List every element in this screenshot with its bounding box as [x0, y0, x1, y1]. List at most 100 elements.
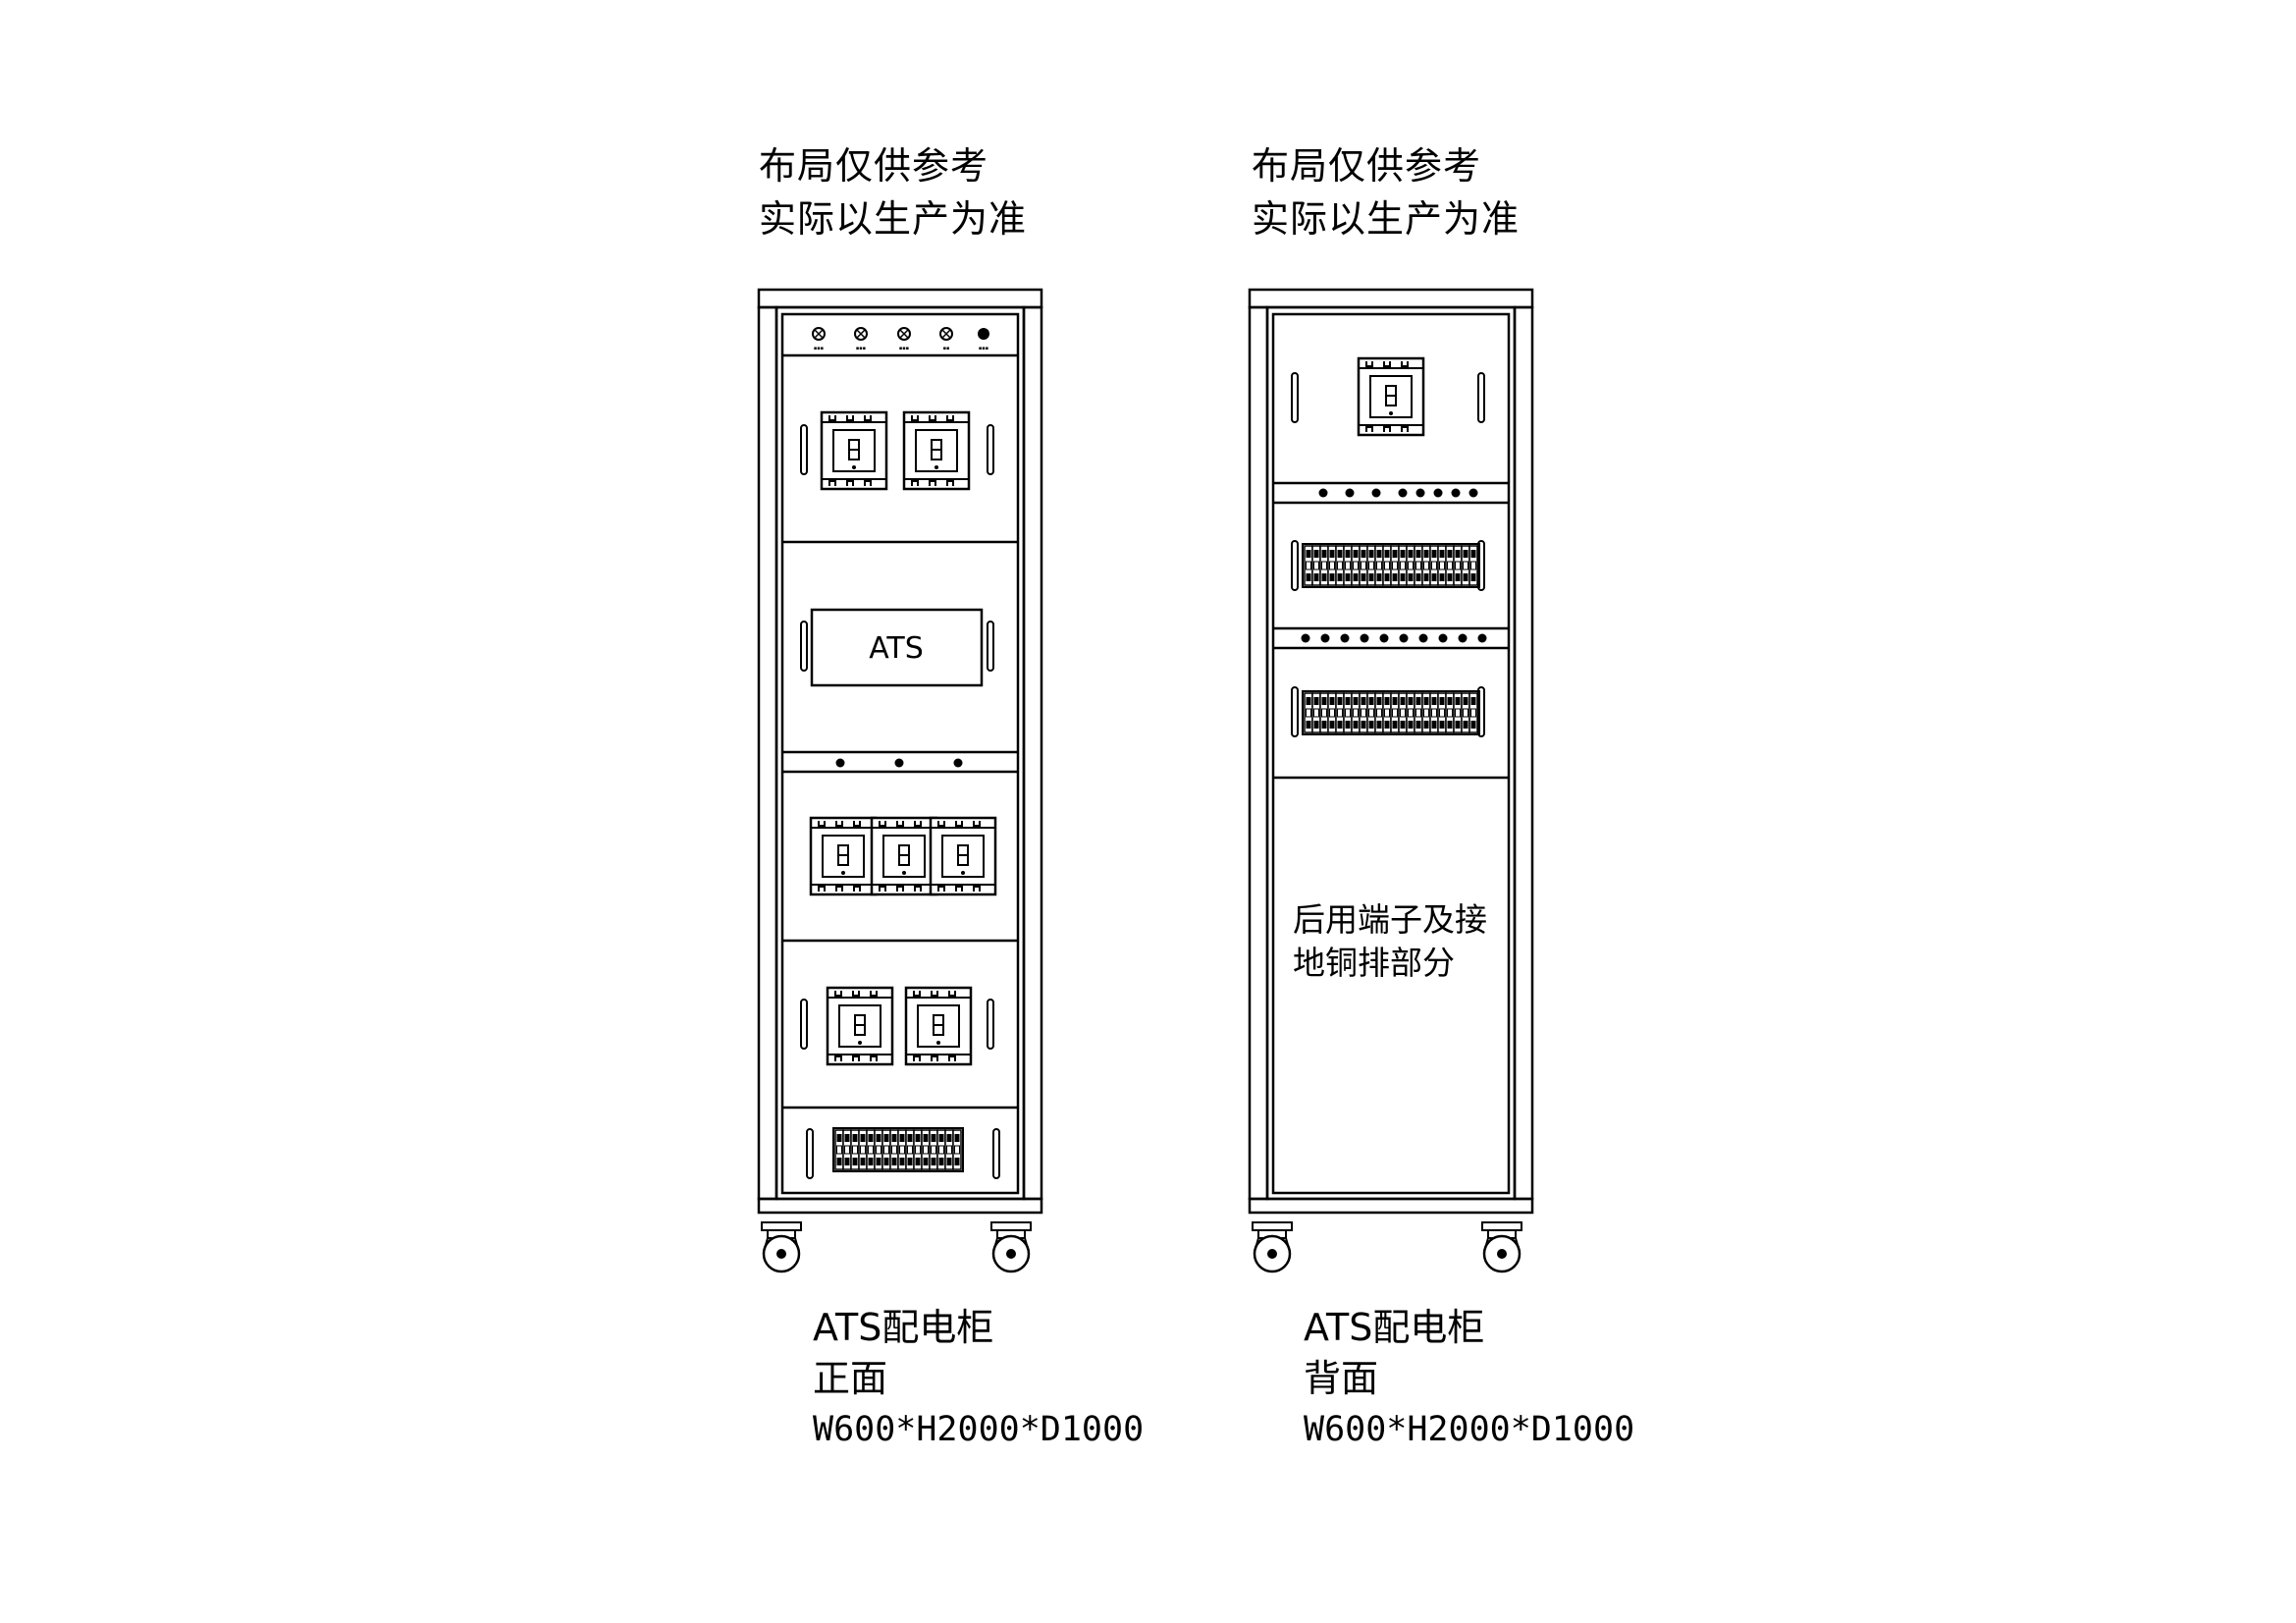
back-breaker-panel — [1291, 356, 1485, 437]
strip-dot — [1301, 633, 1310, 643]
back-terminal-row-lower-segment — [1390, 692, 1400, 733]
back-terminal-row-upper-segment — [1351, 545, 1361, 586]
back-terminal-row-lower-frame — [1302, 690, 1480, 735]
front-casters — [760, 1220, 1033, 1273]
back-terminal-row-upper-segment — [1406, 545, 1415, 586]
back-terminal-row-lower-segment — [1414, 692, 1423, 733]
back-terminal-row-upper-segment — [1445, 545, 1455, 586]
back-cabinet — [1248, 288, 1534, 1215]
back-terminal-row-upper-segment — [1421, 545, 1431, 586]
strip-dot — [1418, 633, 1428, 643]
strip-dot — [1360, 633, 1369, 643]
back-note-line1: 布局仅供参考 — [1252, 144, 1482, 188]
back-terminal-row-lower-segment — [1351, 692, 1361, 733]
front-output-breakers — [800, 986, 994, 1066]
strip-dot — [1468, 488, 1478, 498]
back-terminal-row-upper-segment — [1382, 545, 1392, 586]
svg-text:▪▪▪: ▪▪▪ — [979, 346, 988, 352]
back-terminal-row-lower-segment — [1398, 692, 1408, 733]
front-indicator-lamps: ▪▪▪▪▪▪ ▪▪▪▪▪▪▪▪ — [812, 327, 989, 352]
back-section-label: 后用端子及接 地铜排部分 — [1293, 900, 1487, 982]
back-terminal-row-upper-segment — [1319, 545, 1329, 586]
strip-dot — [1340, 633, 1350, 643]
back-terminal-row-upper-segment — [1304, 545, 1313, 586]
back-terminal-row-lower-segment — [1374, 692, 1384, 733]
strip-dot — [1398, 488, 1408, 498]
strip-dot — [1320, 633, 1330, 643]
back-terminal-row-lower-segment — [1366, 692, 1376, 733]
front-caption-dimensions: W600*H2000*D1000 — [813, 1410, 1145, 1449]
ats-label: ATS — [869, 631, 924, 666]
front-terminal-segment — [929, 1129, 938, 1170]
back-terminal-rows — [1291, 540, 1485, 737]
front-terminal-segment — [952, 1129, 962, 1170]
back-caption-title: ATS配电柜 — [1304, 1306, 1485, 1349]
front-terminal-segment — [834, 1129, 844, 1170]
svg-text:▪▪: ▪▪ — [943, 346, 950, 352]
front-ats-panel: ATS — [800, 608, 994, 687]
front-terminal-segment — [897, 1129, 907, 1170]
back-terminal-row-lower-segment — [1445, 692, 1455, 733]
back-dot-strips — [1301, 488, 1487, 643]
back-terminal-row-lower-segment — [1406, 692, 1415, 733]
back-caption-view: 背面 — [1304, 1357, 1379, 1400]
front-main-breakers — [800, 410, 994, 491]
front-branch-breakers — [809, 816, 997, 896]
back-terminal-row-upper-segment — [1453, 545, 1463, 586]
front-caption: ATS配电柜 正面 W600*H2000*D1000 — [813, 1302, 1144, 1455]
back-terminal-row-lower-segment — [1311, 692, 1321, 733]
back-terminal-row-lower-segment — [1468, 692, 1478, 733]
front-terminal-segment — [850, 1129, 860, 1170]
strip-dot — [1371, 488, 1381, 498]
back-terminal-row-lower-segment — [1304, 692, 1313, 733]
back-terminal-row-lower-segment — [1421, 692, 1431, 733]
back-terminal-row-upper-segment — [1343, 545, 1353, 586]
back-terminal-row-lower-segment — [1429, 692, 1439, 733]
front-terminal-segment — [874, 1129, 883, 1170]
svg-text:▪▪▪: ▪▪▪ — [899, 346, 909, 352]
svg-text:▪▪▪: ▪▪▪ — [856, 346, 866, 352]
back-terminal-row-upper-segment — [1414, 545, 1423, 586]
front-dot-strip — [835, 758, 963, 768]
back-terminal-row-lower-segment — [1382, 692, 1392, 733]
strip-dot — [1379, 633, 1389, 643]
back-terminal-row-lower-segment — [1461, 692, 1470, 733]
front-terminal-segment — [842, 1129, 852, 1170]
back-terminal-row-upper-segment — [1398, 545, 1408, 586]
back-casters — [1251, 1220, 1523, 1273]
front-terminal-segment — [921, 1129, 931, 1170]
back-terminal-row-lower-segment — [1437, 692, 1447, 733]
back-terminal-row-upper-segment — [1311, 545, 1321, 586]
strip-dot — [1318, 488, 1328, 498]
back-terminal-row-upper-segment — [1359, 545, 1368, 586]
front-terminal-segment — [905, 1129, 915, 1170]
strip-dot — [1438, 633, 1448, 643]
back-caption: ATS配电柜 背面 W600*H2000*D1000 — [1304, 1302, 1634, 1455]
back-section-label-line1: 后用端子及接 — [1293, 900, 1487, 939]
strip-dot — [1399, 633, 1409, 643]
back-layout-note: 布局仅供参考 实际以生产为准 — [1252, 139, 1520, 245]
back-terminal-row-lower-segment — [1343, 692, 1353, 733]
strip-dot — [1451, 488, 1461, 498]
strip-dot — [1477, 633, 1487, 643]
back-terminal-row-upper-segment — [1429, 545, 1439, 586]
back-terminal-row-upper-segment — [1437, 545, 1447, 586]
back-terminal-row-upper-segment — [1327, 545, 1337, 586]
strip-dot — [1458, 633, 1468, 643]
front-note-line2: 实际以生产为准 — [759, 197, 1028, 241]
back-terminal-row-upper-segment — [1335, 545, 1345, 586]
back-terminal-row-upper-frame — [1302, 543, 1480, 588]
front-layout-note: 布局仅供参考 实际以生产为准 — [759, 139, 1027, 245]
back-terminal-row-lower-segment — [1453, 692, 1463, 733]
back-terminal-row-upper-segment — [1390, 545, 1400, 586]
back-terminal-row-lower-segment — [1319, 692, 1329, 733]
front-terminal-segment — [866, 1129, 876, 1170]
back-caption-dimensions: W600*H2000*D1000 — [1304, 1410, 1635, 1449]
front-terminal-block — [806, 1127, 1000, 1179]
front-cabinet — [757, 288, 1043, 1215]
strip-dot — [1345, 488, 1355, 498]
back-terminal-row-upper-segment — [1374, 545, 1384, 586]
strip-dot — [1415, 488, 1425, 498]
back-terminal-row-lower-segment — [1359, 692, 1368, 733]
svg-text:▪▪▪: ▪▪▪ — [814, 346, 824, 352]
